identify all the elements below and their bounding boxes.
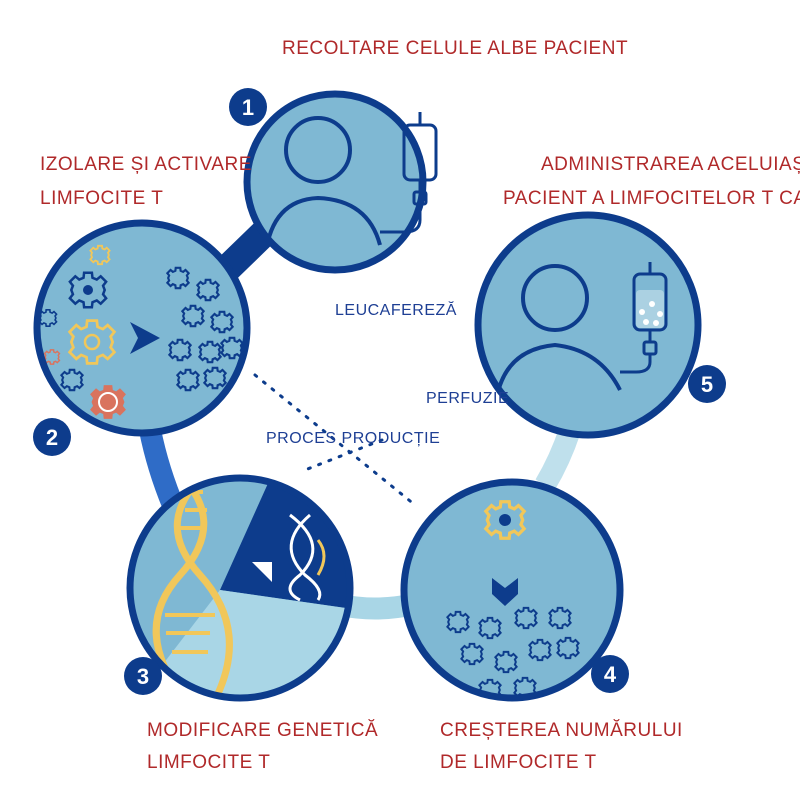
dna-icon (152, 478, 233, 698)
step-2-title-line2: LIMFOCITE T (40, 188, 164, 209)
step-2-title-line1: IZOLARE ȘI ACTIVARE (40, 154, 252, 175)
svg-text:4: 4 (604, 662, 617, 687)
step-badge-2: 2 (33, 418, 71, 456)
step-1-title: RECOLTARE CELULE ALBE PACIENT (282, 38, 629, 59)
connector-4-5 (535, 426, 581, 491)
step-3-title-line1: MODIFICARE GENETICĂ (147, 720, 379, 741)
svg-text:5: 5 (701, 372, 713, 397)
step-badge-1: 1 (229, 88, 267, 126)
step-4-circle (400, 478, 624, 702)
production-dots-left (253, 373, 417, 507)
infusion-label: PERFUZIE (426, 390, 510, 407)
step-4-title-line2: DE LIMFOCITE T (440, 752, 597, 773)
svg-text:3: 3 (137, 664, 149, 689)
svg-text:1: 1 (242, 95, 254, 120)
step-4-title-line1: CREȘTEREA NUMĂRULUI (440, 720, 683, 741)
infusion-bag-icon (620, 262, 668, 374)
step-5-title-line1: ADMINISTRAREA ACELUIAȘI (541, 154, 800, 175)
step-3-title-line2: LIMFOCITE T (147, 752, 271, 773)
production-dots-right (303, 438, 384, 472)
activation-arrow-icon (130, 322, 160, 354)
step-5-circle (474, 211, 702, 439)
step-5-title-line2: PACIENT A LIMFOCITELOR T CAR (503, 188, 800, 209)
step-badge-4: 4 (591, 655, 629, 693)
step-badge-5: 5 (688, 365, 726, 403)
svg-text:2: 2 (46, 425, 58, 450)
step-2-circle (33, 219, 251, 437)
step-badge-3: 3 (124, 657, 162, 695)
expansion-heart-icon (492, 578, 518, 606)
production-process-label: PROCES PRODUCȚIE (266, 430, 441, 447)
modification-arrow-icon (252, 562, 272, 582)
leukapheresis-label: LEUCAFEREZĂ (335, 302, 457, 319)
step-1-circle (243, 90, 438, 274)
